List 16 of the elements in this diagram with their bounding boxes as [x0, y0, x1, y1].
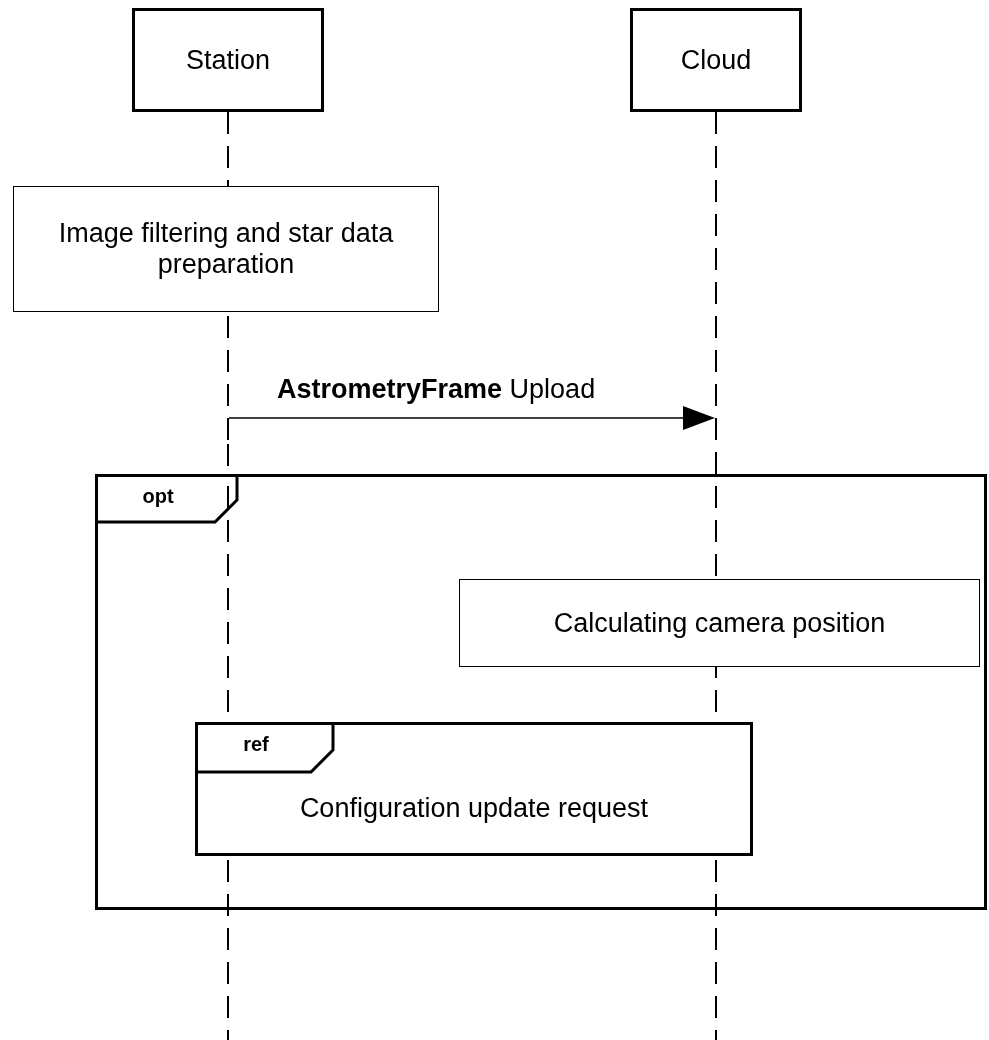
lifeline — [227, 111, 229, 187]
lifeline — [715, 112, 717, 474]
activity-text: Calculating camera position — [552, 606, 887, 640]
activity-box — [459, 579, 980, 667]
activity-box — [13, 186, 439, 312]
ref-fragment-frame — [195, 722, 753, 856]
reference-text: Configuration update request — [298, 793, 650, 824]
participant-name: Station — [184, 43, 272, 77]
activity-text: Image filtering and star data preparation — [57, 217, 395, 281]
opt-fragment-frame — [95, 474, 987, 910]
participant-box — [132, 8, 324, 112]
participant-name: Cloud — [679, 43, 753, 77]
message-arrow — [228, 406, 715, 430]
fragment-operator: ref — [242, 733, 270, 756]
fragment-operator: opt — [141, 485, 175, 508]
participant-box — [630, 8, 802, 112]
